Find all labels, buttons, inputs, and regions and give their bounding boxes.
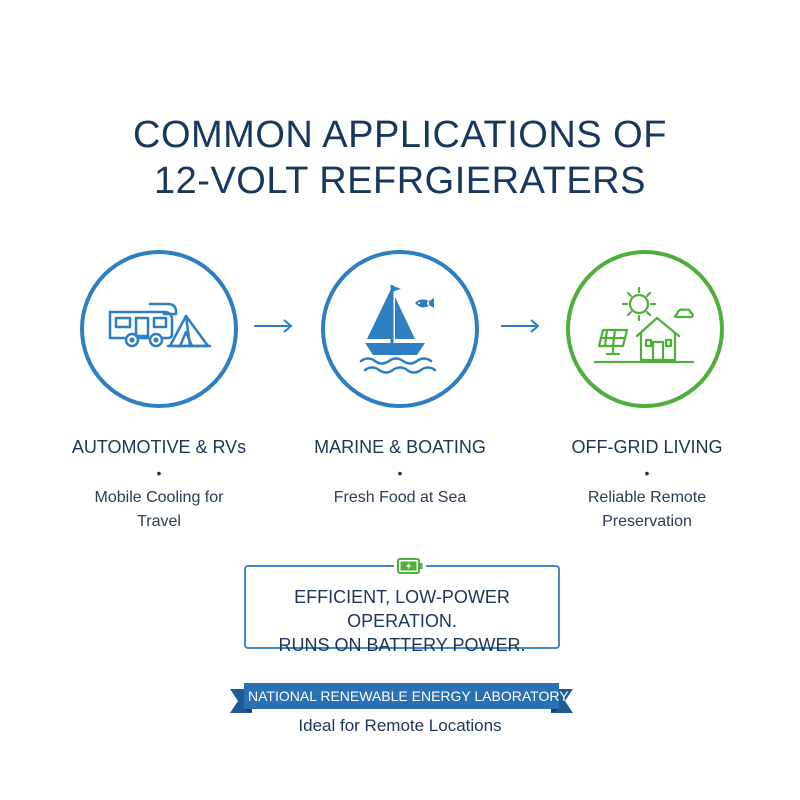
camper-van-and-tent-icon [108, 302, 212, 348]
caption: Ideal for Remote Locations [298, 716, 502, 735]
arrow-right-icon [254, 319, 293, 333]
bullet-dot: • [156, 465, 162, 481]
arrow-right-icon [501, 319, 540, 333]
feature-line-2: RUNS ON BATTERY POWER. [278, 635, 526, 655]
automotive-description: Mobile Cooling for Travel [94, 489, 224, 530]
automotive-circle [80, 250, 238, 408]
marine-title: MARINE & BOATING [314, 437, 486, 457]
marine-column: MARINE & BOATING • Fresh Food at Sea [280, 434, 520, 510]
marine-description: Fresh Food at Sea [333, 489, 467, 506]
off-grid-title: OFF-GRID LIVING [571, 437, 723, 457]
off-grid-circle [566, 250, 724, 408]
sailboat-and-fish-icon [359, 285, 437, 374]
bullet-dot: • [644, 465, 650, 481]
title-line-1: COMMON APPLICATIONS OF [133, 114, 667, 156]
bullet-dot: • [397, 465, 403, 481]
off-grid-description: Reliable Remote Preservation [587, 489, 707, 530]
off-grid-column: OFF-GRID LIVING • Reliable Remote Preser… [527, 434, 767, 534]
page-title: COMMON APPLICATIONS OF 12-VOLT REFRGIERA… [0, 112, 800, 204]
organization-banner: NATIONAL RENEWABLE ENERGY LABORATORY [230, 683, 573, 713]
marine-circle [321, 250, 479, 408]
title-line-2: 12-VOLT REFRGIERATERS [154, 160, 646, 202]
battery-charging-icon [394, 556, 426, 576]
feature-box: EFFICIENT, LOW-POWER OPERATION. RUNS ON … [244, 556, 560, 655]
automotive-column: AUTOMOTIVE & RVs • Mobile Cooling for Tr… [39, 434, 279, 534]
banner-text: NATIONAL RENEWABLE ENERGY LABORATORY [248, 688, 569, 704]
feature-line-1: EFFICIENT, LOW-POWER OPERATION. [294, 587, 510, 631]
sun-solar-panel-house-icon [593, 286, 695, 364]
automotive-title: AUTOMOTIVE & RVs [71, 437, 247, 457]
